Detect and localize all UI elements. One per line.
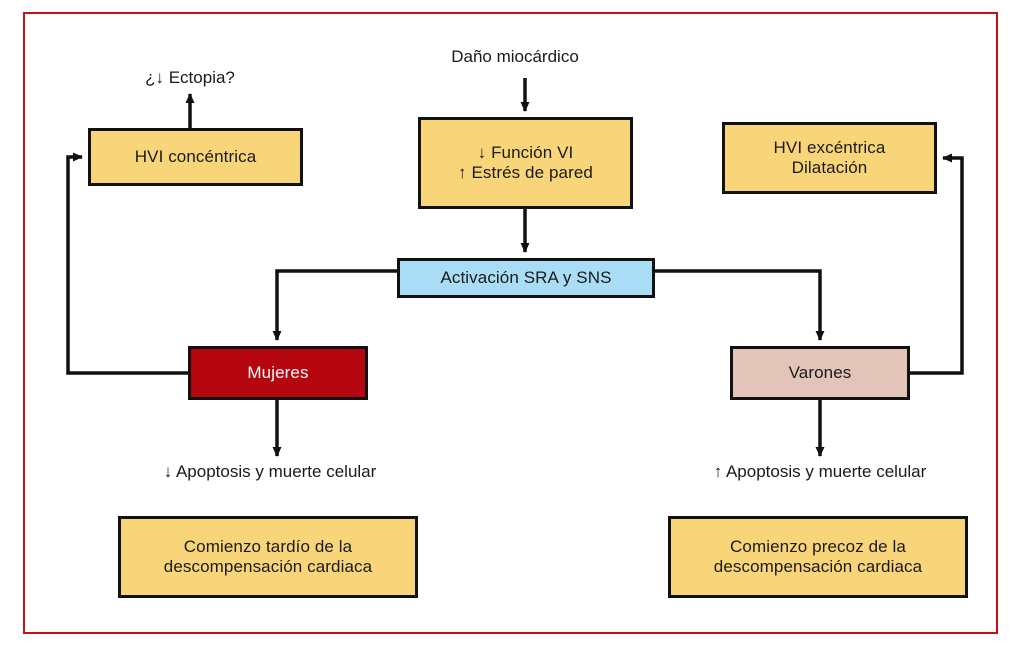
- node-comienzo-precoz-line2: descompensación cardiaca: [713, 557, 923, 576]
- node-comienzo-tardio-line1: Comienzo tardío de la: [183, 536, 353, 556]
- node-comienzo-precoz-line1: Comienzo precoz de la: [730, 536, 906, 556]
- edge-activacion-to-varones: [655, 269, 825, 341]
- node-funcion-vi[interactable]: ↓ Función VI ↑ Estrés de pared: [418, 117, 633, 209]
- node-hvi-concentrica[interactable]: HVI concéntrica: [88, 128, 303, 186]
- edge-mujeres-to-hvi-concentrica: [66, 152, 188, 375]
- edge-activacion-to-mujeres: [272, 269, 397, 341]
- label-apoptosis-varones: ↑ Apoptosis y muerte celular: [713, 462, 927, 481]
- node-mujeres[interactable]: Mujeres: [188, 346, 368, 400]
- node-varones[interactable]: Varones: [730, 346, 910, 400]
- node-activacion-sra-sns[interactable]: Activación SRA y SNS: [397, 258, 655, 298]
- label-ectopia: ¿↓ Ectopia?: [145, 68, 235, 87]
- figure-border: [23, 12, 998, 634]
- node-funcion-vi-line2: ↑ Estrés de pared: [458, 163, 593, 182]
- edge-varones-to-hvi-excentrica: [910, 153, 964, 375]
- node-hvi-excentrica-line2: Dilatación: [791, 158, 868, 177]
- node-comienzo-tardio[interactable]: Comienzo tardío de la descompensación ca…: [118, 516, 418, 598]
- node-hvi-excentrica[interactable]: HVI excéntrica Dilatación: [722, 122, 937, 194]
- node-comienzo-precoz[interactable]: Comienzo precoz de la descompensación ca…: [668, 516, 968, 598]
- node-hvi-excentrica-line1: HVI excéntrica: [773, 137, 886, 157]
- node-comienzo-tardio-line2: descompensación cardiaca: [163, 557, 373, 576]
- label-dano-miocardico: Daño miocárdico: [451, 47, 579, 66]
- node-funcion-vi-line1: ↓ Función VI: [477, 142, 574, 162]
- label-apoptosis-mujeres: ↓ Apoptosis y muerte celular: [163, 462, 377, 481]
